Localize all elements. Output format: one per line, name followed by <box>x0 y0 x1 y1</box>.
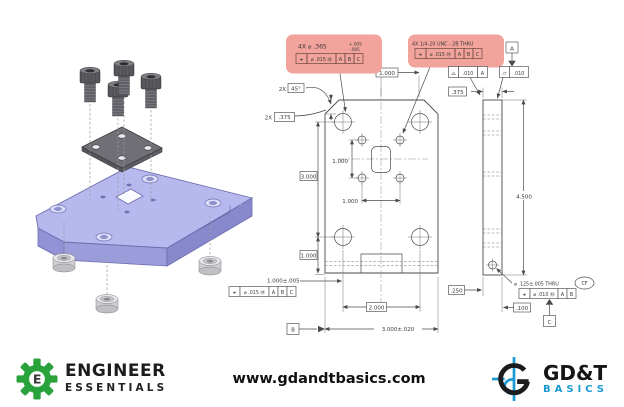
fcf-datum: B <box>348 57 352 63</box>
fcf-datum: B <box>570 292 574 298</box>
engineer-essentials-logo: E ENGINEER ESSENTIALS <box>16 358 167 400</box>
fcf-tolerance: ⌀ .015 Ⓜ <box>311 56 333 63</box>
dim-overall-width: 3.000±.020 <box>382 327 415 333</box>
foot-2 <box>95 294 119 314</box>
slot-fcf: ⌖ ⌀ .015 Ⓜ A B C <box>228 286 297 297</box>
gdt-basics-line2: BASICS <box>542 383 608 395</box>
position-symbol: ⌖ <box>233 290 237 297</box>
chamfer-qty: 2X <box>279 87 286 93</box>
dim-height-1: 1.000 <box>301 253 317 259</box>
profile-symbol: ⌓ <box>451 71 456 77</box>
dim-chamfer-angle: 45° <box>291 87 301 93</box>
position-target-icon <box>492 356 530 401</box>
datum-b-flag: B <box>286 323 325 335</box>
position-symbol: ⌖ <box>300 57 304 64</box>
dim-step2: .100 <box>516 306 529 312</box>
base-corner-holes <box>49 174 222 242</box>
datum-c-flag: C <box>543 299 556 327</box>
position-symbol: ⌖ <box>523 292 527 299</box>
dim-hole-span: 2.000 <box>369 305 385 311</box>
gdt-basics-logo: GD&T BASICS <box>491 356 608 402</box>
dim-chamfer-depth: .375 <box>278 115 291 121</box>
flatness-fcf: ▱ .010 <box>496 66 529 99</box>
datum-b-label: B <box>291 328 295 334</box>
fcf-datum: B <box>467 52 471 58</box>
foot-1 <box>52 253 76 273</box>
engineer-essentials-line1: ENGINEER <box>65 361 166 382</box>
dim-height: 4.500 <box>516 194 532 200</box>
base-side-hole <box>239 204 243 206</box>
dim-step: .250 <box>450 288 463 294</box>
side-view: .375 ⌓ .010 A ▱ .010 A 4.50 <box>448 41 595 327</box>
fcf-datum: C <box>290 290 294 296</box>
datum-c-label: C <box>548 320 552 326</box>
hole-tol-plus: +.005 <box>349 42 362 47</box>
base-plate-3d <box>35 166 254 267</box>
screw-1 <box>79 67 101 103</box>
side-hidden-lines <box>483 114 502 248</box>
dim-tapped-vert: 1.000 <box>332 159 348 165</box>
fcf-datum: A <box>481 71 485 77</box>
fcf-datum: A <box>561 292 565 298</box>
thread-note: 4X 1/4-20 UNC - 2B THRU <box>412 41 474 47</box>
profile-fcf: ⌓ .010 A <box>448 66 488 96</box>
hole-tol-minus: -.005 <box>349 47 360 52</box>
fcf-datum: A <box>272 290 276 296</box>
cf-label: CF <box>581 281 587 287</box>
cover-plate-3d <box>81 126 163 173</box>
dim-height-3: 3.000 <box>301 174 317 180</box>
fcf-tolerance: .010 <box>514 71 525 77</box>
website-url: www.gdandtbasics.com <box>232 370 426 387</box>
front-outline <box>324 99 439 274</box>
fcf-tolerance: .010 <box>463 71 474 77</box>
center-slot <box>371 146 391 173</box>
base-tapped-holes <box>100 183 156 214</box>
fcf-datum: A <box>339 57 343 63</box>
callout-threaded-holes: 4X 1/4-20 UNC - 2B THRU ⌖ ⌀ .015 Ⓜ A B C <box>402 34 504 134</box>
hole-note: 4X ⌀ .365 <box>298 43 327 50</box>
fcf-datum: C <box>357 57 361 63</box>
fcf-datum: C <box>476 52 480 58</box>
datum-a-label: A <box>510 46 514 52</box>
gear-monogram: E <box>33 371 42 386</box>
hidden-lines <box>325 261 438 266</box>
fcf-tolerance: ⌀ .010 Ⓜ <box>533 291 555 298</box>
gdt-basics-line1: GD&T <box>542 360 608 385</box>
fcf-datum: B <box>281 290 285 296</box>
position-symbol: ⌖ <box>419 52 423 59</box>
side-hole-fcf: ⌖ ⌀ .010 Ⓜ A B <box>518 288 577 299</box>
fcf-tolerance: ⌀ .015 Ⓜ <box>430 51 452 58</box>
datum-a-flag: A <box>505 41 519 67</box>
exploded-view-3d <box>35 60 254 314</box>
screw-4 <box>140 73 162 109</box>
side-hole-note: ⌀ .125±.005 THRU <box>514 282 559 288</box>
engineer-essentials-line2: ESSENTIALS <box>65 381 168 394</box>
front-view: 1.000 2X 45° 2X .375 3.000 1.000 1.000 1… <box>228 67 439 335</box>
bottom-step <box>360 253 403 273</box>
dim-tapped-horiz: 1.000 <box>342 199 358 205</box>
side-outline <box>482 99 503 276</box>
corner-holes <box>331 110 432 249</box>
screw-3 <box>113 60 135 96</box>
gdt-basics-wordmark: GD&T BASICS <box>543 363 608 395</box>
fcf-datum: A <box>458 52 462 58</box>
cf-oval <box>574 276 595 290</box>
dim-thickness: .375 <box>451 90 464 96</box>
base-center-slot <box>115 188 144 205</box>
foot-3 <box>198 256 222 276</box>
footer: E ENGINEER ESSENTIALS www.gdandtbasics.c… <box>0 350 624 407</box>
gear-icon: E <box>16 358 58 399</box>
screw-assembly-lines <box>89 97 152 210</box>
chamfer-depth-qty: 2X <box>265 116 272 122</box>
dim-slot-location: 1.000±.005 <box>267 278 300 284</box>
engineer-essentials-wordmark: ENGINEER ESSENTIALS <box>65 361 168 394</box>
flatness-symbol: ▱ <box>502 71 507 77</box>
fcf-tolerance: ⌀ .015 Ⓜ <box>244 289 266 296</box>
callout-clearance-holes: 4X ⌀ .365 +.005 -.005 ⌖ ⌀ .015 Ⓜ A B C <box>286 34 382 112</box>
dim-top-spacing: 1.000 <box>379 71 395 77</box>
drawing-area: 1.000 2X 45° 2X .375 3.000 1.000 1.000 1… <box>35 34 595 335</box>
feet-assembly-lines <box>63 216 211 295</box>
